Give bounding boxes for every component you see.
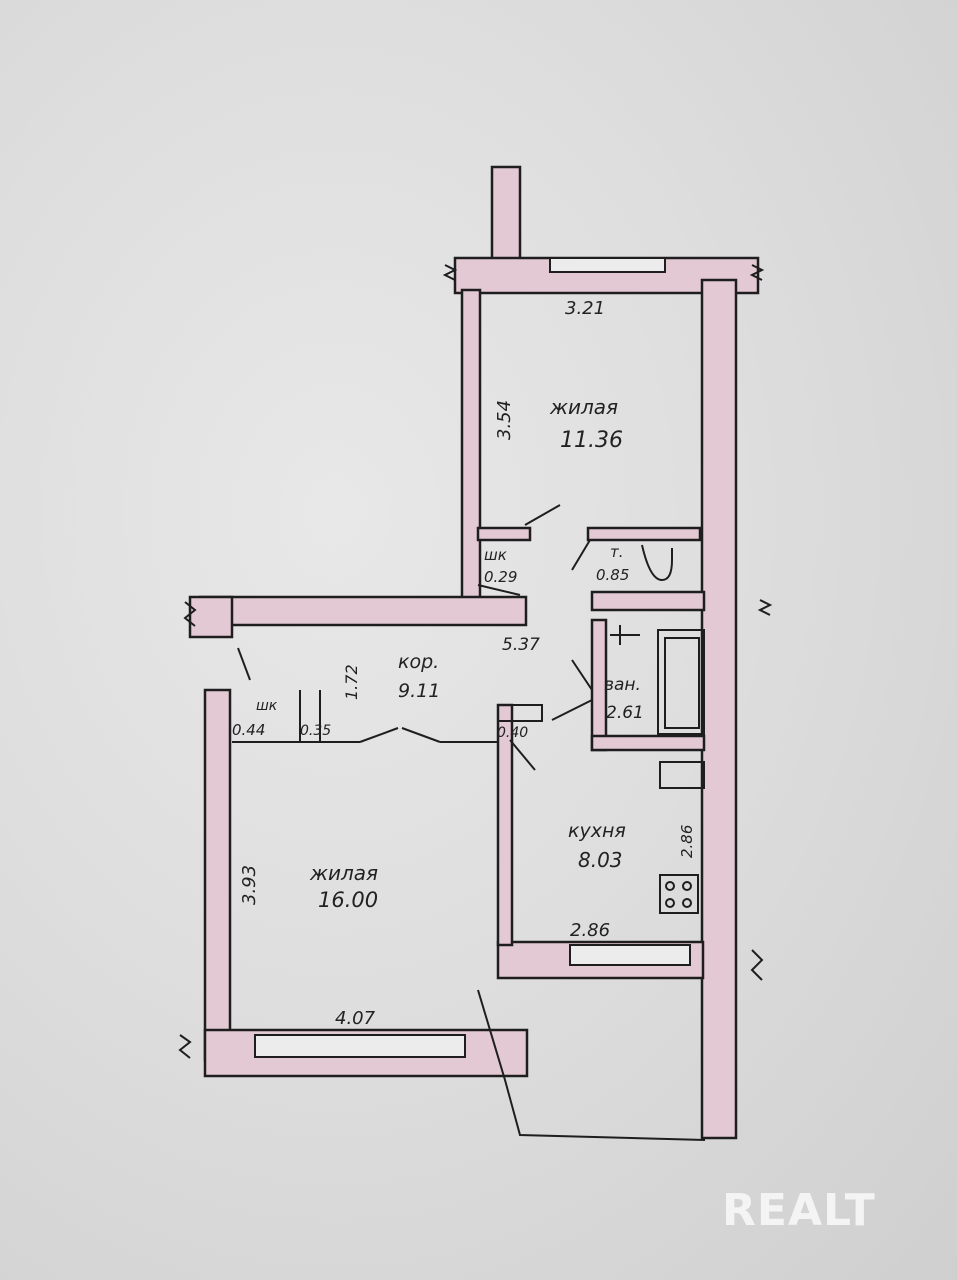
window-lower	[254, 1034, 466, 1058]
dim-kitchen-width: 2.86	[570, 920, 610, 941]
wall-closet-top	[476, 526, 532, 542]
window-kitchen	[569, 944, 691, 966]
closet-top-name: шк	[484, 546, 507, 564]
dim-bottom-width: 4.07	[335, 1008, 376, 1029]
dim-kitchen-height: 2.86	[678, 825, 696, 858]
kitchen-name: кухня	[568, 820, 626, 842]
dim-corridor-width: 1.72	[342, 664, 361, 700]
dim-corridor-step: 0.40	[497, 725, 528, 741]
closet-left-area: 0.44	[232, 721, 265, 739]
wall-upper-left	[460, 288, 482, 602]
wall-top-stub	[490, 165, 522, 265]
wall-left-stub	[188, 595, 234, 639]
closet-top-area: 0.29	[484, 568, 517, 586]
wall-toilet-top	[586, 526, 702, 542]
kitchen-area: 8.03	[578, 848, 623, 872]
dim-top-height: 3.54	[494, 400, 515, 440]
room-area-living-top: 11.36	[560, 428, 623, 453]
realt-watermark: REALT	[722, 1185, 876, 1236]
dim-bottom-height: 3.93	[239, 865, 260, 905]
toilet-area: 0.85	[596, 566, 629, 584]
toilet-name: т.	[610, 543, 624, 561]
corridor-area: 9.11	[398, 680, 440, 702]
corridor-name: кор.	[398, 651, 439, 673]
closet-small-area: 0.35	[300, 723, 331, 739]
wall-bath-top	[590, 590, 706, 612]
bath-name: ван.	[604, 675, 641, 695]
closet-left-name: шк	[256, 698, 278, 714]
wall-lower-left	[203, 688, 232, 1062]
dim-top-width: 3.21	[565, 298, 605, 319]
window-top	[549, 257, 666, 273]
wall-bath-bottom	[590, 734, 706, 752]
dim-corridor-len: 5.37	[502, 635, 540, 655]
wall-right-exterior	[700, 278, 738, 1140]
room-name-living-bottom: жилая	[309, 861, 378, 885]
wall-corridor-top	[198, 595, 528, 627]
room-area-living-bottom: 16.00	[318, 888, 378, 912]
room-name-living-top: жилая	[549, 395, 618, 419]
bath-area: 2.61	[606, 703, 644, 723]
